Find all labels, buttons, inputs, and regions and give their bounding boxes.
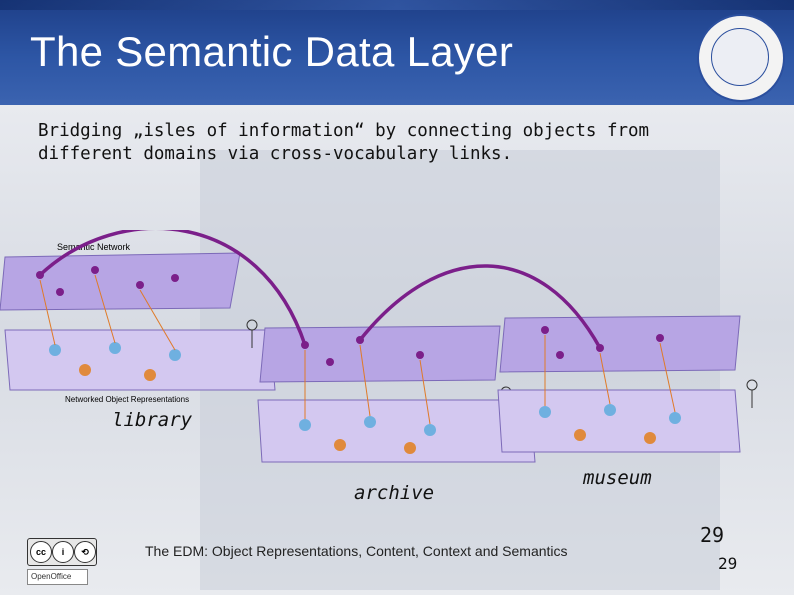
slide-subtitle: Bridging „isles of information“ by conne… <box>38 121 650 164</box>
museum-domain <box>497 315 758 453</box>
layer-bottom-label: Networked Object Representations <box>65 395 189 404</box>
domain-label-library: library <box>112 409 193 431</box>
layer-top-label: Semantic Network <box>57 242 131 252</box>
library-domain: Semantic Network Networked Object Repres… <box>0 242 276 404</box>
semantic-network-diagram: Semantic Network Networked Object Repres… <box>0 230 758 463</box>
cross-link-library-archive <box>38 230 307 346</box>
page-title: The Semantic Data Layer <box>30 28 514 75</box>
object-layer-archive <box>257 399 536 463</box>
semantic-layer-library <box>0 252 241 311</box>
page-number-small: 29 <box>718 554 738 573</box>
domain-label-museum: museum <box>583 467 652 489</box>
title-bar-highlight <box>0 0 794 10</box>
semantic-layer-museum <box>499 315 741 373</box>
title-bar: The Semantic Data Layer <box>0 0 794 105</box>
cross-link-archive-museum <box>358 264 602 349</box>
object-layer-library <box>4 329 276 391</box>
creative-commons-logo: cc i ⟲ <box>27 538 97 566</box>
slide-footer: The EDM: Object Representations, Content… <box>145 543 568 559</box>
domain-label-archive: archive <box>354 482 435 504</box>
archive-domain <box>257 325 536 463</box>
semantic-layer-archive <box>259 325 501 383</box>
object-layer-museum <box>497 389 741 453</box>
openoffice-logo: OpenOffice <box>27 569 88 585</box>
page-number: 29 <box>700 523 725 547</box>
university-seal-icon <box>697 14 785 102</box>
